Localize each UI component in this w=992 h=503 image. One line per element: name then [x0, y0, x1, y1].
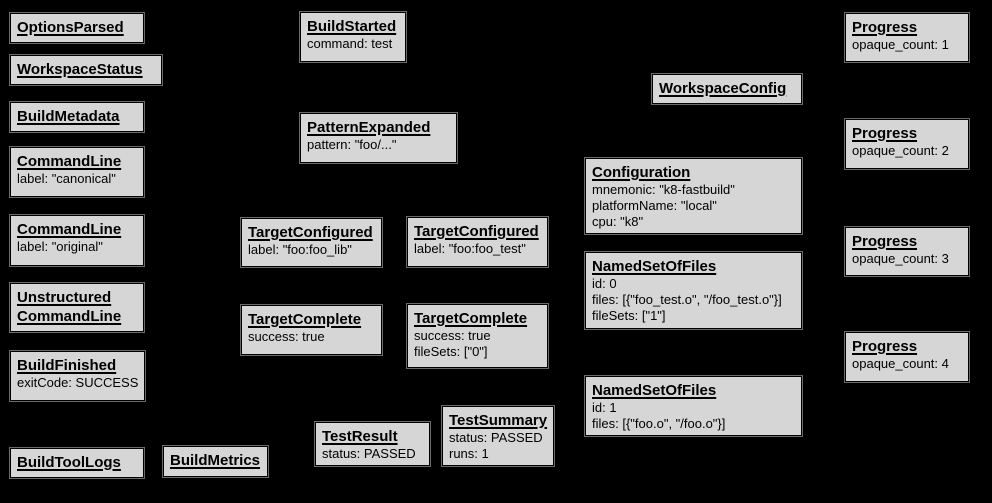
- event-node-title: BuildMetrics: [170, 452, 261, 469]
- event-node-title: Progress: [852, 338, 918, 355]
- event-node-title: Progress: [852, 19, 918, 36]
- event-node-title: OptionsParsed: [17, 19, 124, 36]
- event-node-field: platformName: "local": [592, 198, 717, 213]
- event-node-workspace-config: WorkspaceConfig: [652, 74, 802, 104]
- event-node-title: CommandLine: [17, 153, 122, 170]
- event-node-unstructured-command-line: Unstructured CommandLine: [10, 283, 144, 332]
- event-node-field: fileSets: ["1"]: [592, 308, 666, 323]
- event-node-field: success: true: [414, 328, 491, 343]
- event-node-title: BuildStarted: [307, 18, 397, 35]
- event-node-field: opaque_count: 3: [852, 251, 949, 266]
- event-node-field: files: [{"foo.o", "/foo.o"}]: [592, 416, 726, 431]
- event-node-title: TargetConfigured: [414, 223, 539, 240]
- event-node-title: CommandLine: [17, 221, 122, 238]
- event-node-options-parsed: OptionsParsed: [10, 13, 144, 43]
- event-node-build-metadata: BuildMetadata: [10, 102, 144, 132]
- event-node-title: PatternExpanded: [307, 119, 431, 136]
- event-node-field: id: 1: [592, 400, 617, 415]
- event-node-field: opaque_count: 2: [852, 143, 949, 158]
- event-node-field: command: test: [307, 36, 393, 51]
- event-node-field: status: PASSED: [449, 430, 543, 445]
- event-node-field: exitCode: SUCCESS: [17, 375, 139, 390]
- event-node-title: TestSummary: [449, 412, 548, 429]
- event-node-title: WorkspaceStatus: [17, 61, 143, 78]
- event-node-field: success: true: [248, 329, 325, 344]
- event-node-title: TargetConfigured: [248, 224, 373, 241]
- event-node-title: TestResult: [322, 428, 398, 445]
- event-node-field: status: PASSED: [322, 446, 416, 461]
- event-node-field: runs: 1: [449, 446, 489, 461]
- event-node-field: files: [{"foo_test.o", "/foo_test.o"}]: [592, 292, 782, 307]
- event-node-title: NamedSetOfFiles: [592, 382, 717, 399]
- event-node-field: label: "foo:foo_lib": [248, 242, 352, 257]
- event-node-title: Configuration: [592, 164, 691, 181]
- event-node-field: id: 0: [592, 276, 617, 291]
- event-node-field: label: "canonical": [17, 171, 116, 186]
- event-node-title: BuildToolLogs: [17, 454, 121, 471]
- event-node-title: TargetComplete: [248, 311, 362, 328]
- event-node-build-metrics: BuildMetrics: [163, 446, 268, 477]
- event-node-title: Unstructured CommandLine: [17, 289, 122, 325]
- event-node-field: fileSets: ["0"]: [414, 344, 488, 359]
- event-node-title: WorkspaceConfig: [659, 80, 787, 97]
- event-node-field: mnemonic: "k8-fastbuild": [592, 182, 735, 197]
- event-node-field: opaque_count: 4: [852, 356, 949, 371]
- event-node-title: BuildFinished: [17, 357, 117, 374]
- event-node-build-tool-logs: BuildToolLogs: [10, 448, 144, 478]
- event-node-title: BuildMetadata: [17, 108, 120, 125]
- event-node-workspace-status: WorkspaceStatus: [10, 55, 162, 85]
- event-node-title: Progress: [852, 233, 918, 250]
- event-node-field: cpu: "k8": [592, 214, 644, 229]
- event-node-title: TargetComplete: [414, 310, 528, 327]
- event-node-field: pattern: "foo/...": [307, 137, 397, 152]
- event-node-title: Progress: [852, 125, 918, 142]
- event-node-field: opaque_count: 1: [852, 37, 949, 52]
- event-node-field: label: "foo:foo_test": [414, 241, 526, 256]
- event-node-title: NamedSetOfFiles: [592, 258, 717, 275]
- event-node-field: label: "original": [17, 239, 103, 254]
